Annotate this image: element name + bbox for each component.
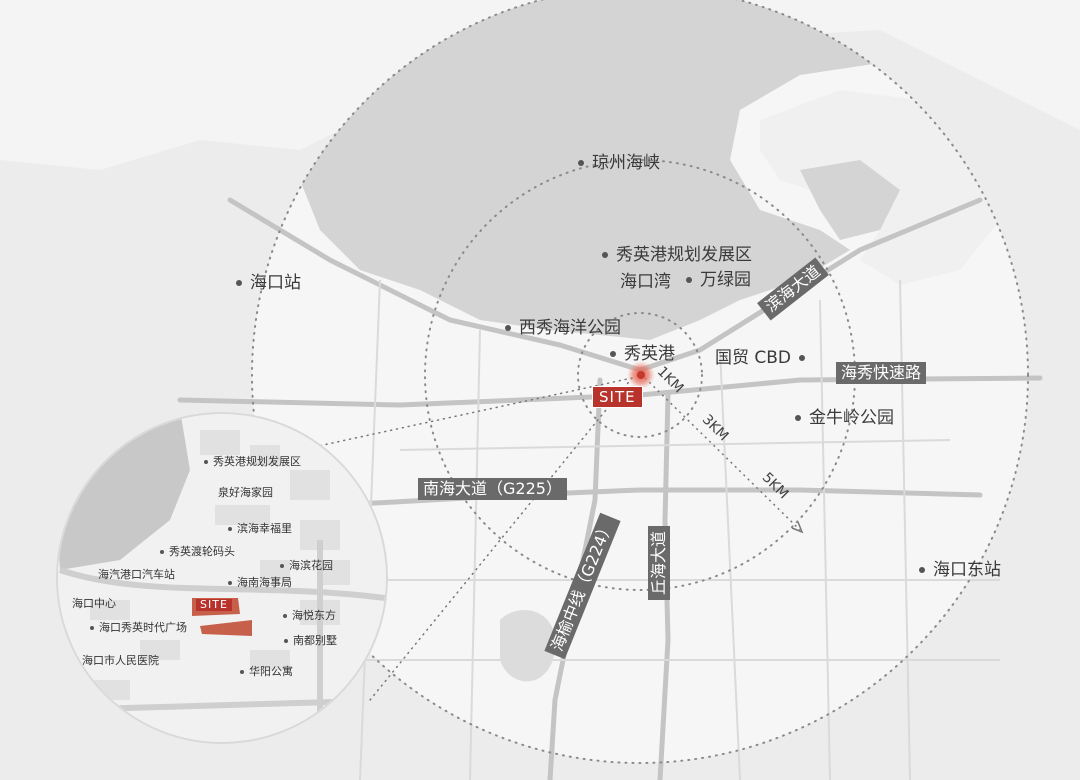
place-name: 金牛岭公园 xyxy=(809,408,894,428)
inset-label: 海口秀英时代广场 xyxy=(90,621,187,635)
label-xixiu-ocean-park: 西秀海洋公园 xyxy=(505,318,621,338)
place-name: 琼州海峡 xyxy=(592,153,660,173)
location-dot-icon xyxy=(919,567,925,573)
label-haikou-east-station: 海口东站 xyxy=(919,560,1001,580)
inset-label: 海口市人民医院 xyxy=(82,654,159,667)
label-wanlvyuan: 万绿园 xyxy=(686,270,751,290)
label-xiuying-planning-zone: 秀英港规划发展区 xyxy=(602,245,752,265)
label-haikou-bay: 海口湾 xyxy=(620,272,671,292)
location-dot-icon xyxy=(284,639,288,643)
place-name: 秀英港 xyxy=(624,344,675,364)
location-dot-icon xyxy=(686,277,692,283)
inset-label: 秀英渡轮码头 xyxy=(160,545,235,559)
label-xiuying-port: 秀英港 xyxy=(610,344,675,364)
inset-label: 海滨花园 xyxy=(280,559,333,573)
inset-label: 秀英港规划发展区 xyxy=(204,455,301,469)
inset-site-tag[interactable]: SITE xyxy=(196,599,232,611)
location-dot-icon xyxy=(602,252,608,258)
label-haikou-station: 海口站 xyxy=(236,273,301,293)
inset-label: 华阳公寓 xyxy=(240,665,293,679)
place-name: 万绿园 xyxy=(700,270,751,290)
location-dot-icon xyxy=(283,614,287,618)
location-dot-icon xyxy=(160,550,164,554)
inset-label: 滨海幸福里 xyxy=(228,522,292,536)
inset-label: 南都别墅 xyxy=(284,634,337,648)
location-dot-icon xyxy=(505,325,511,331)
location-dot-icon xyxy=(240,670,244,674)
label-guomao-cbd: 国贸 CBD xyxy=(715,348,806,368)
place-name: 海口湾 xyxy=(620,272,671,292)
location-dot-icon xyxy=(610,351,616,357)
place-name: 海口站 xyxy=(250,273,301,293)
road-tag-nanhai: 南海大道（G225） xyxy=(418,478,567,500)
location-dot-icon xyxy=(228,581,232,585)
inset-label: 海悦东方 xyxy=(283,609,336,623)
location-dot-icon xyxy=(236,280,242,286)
location-dot-icon xyxy=(578,160,584,166)
road-tag-qiuhai: 丘海大道 xyxy=(648,525,671,601)
inset-label: 海汽港口汽车站 xyxy=(98,568,175,581)
location-dot-icon xyxy=(799,355,806,361)
location-dot-icon xyxy=(204,460,208,464)
place-name: 国贸 CBD xyxy=(715,348,792,368)
place-name: 海口东站 xyxy=(933,560,1001,580)
location-dot-icon xyxy=(795,415,801,421)
label-qiongzhou-strait: 琼州海峡 xyxy=(578,153,660,173)
inset-label: 泉好海家园 xyxy=(218,486,273,499)
site-tag[interactable]: SITE xyxy=(592,386,643,408)
location-dot-icon xyxy=(90,626,94,630)
inset-label: 海南海事局 xyxy=(228,576,292,590)
place-name: 西秀海洋公园 xyxy=(519,318,621,338)
label-jinniuling-park: 金牛岭公园 xyxy=(795,408,894,428)
location-dot-icon xyxy=(228,527,232,531)
road-tag-haixiu: 海秀快速路 xyxy=(836,362,927,384)
place-name: 秀英港规划发展区 xyxy=(616,245,752,265)
inset-label: 海口中心 xyxy=(72,597,116,610)
location-dot-icon xyxy=(280,564,284,568)
